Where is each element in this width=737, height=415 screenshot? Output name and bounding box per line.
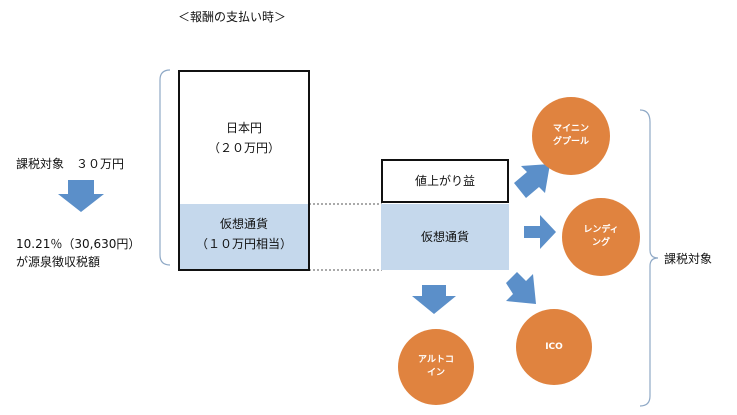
crypto-amount: （１０万円相当）: [195, 237, 292, 251]
crypto-label: 仮想通貨: [219, 217, 268, 231]
page-title: ＜報酬の支払い時＞: [178, 10, 287, 24]
ico-label: ICO: [545, 341, 563, 352]
altcoin-label: アルトコ イン: [418, 355, 454, 378]
left-brace: [159, 69, 171, 266]
withholding-tax-label: が源泉徴収税額: [16, 255, 101, 269]
mining-pool-circle: マイニン グプール: [532, 97, 610, 175]
right-taxable-label: 課税対象: [664, 252, 713, 266]
price-gain-box: 値上がり益: [381, 159, 509, 203]
crypto-section: 仮想通貨 （１０万円相当）: [180, 204, 308, 269]
yen-label: 日本円: [225, 121, 262, 135]
down-arrow-left: [58, 180, 104, 212]
altcoin-circle: アルトコ イン: [398, 329, 474, 405]
right-brace: [639, 109, 659, 407]
payment-box: 日本円 （２０万円） 仮想通貨 （１０万円相当）: [178, 70, 310, 271]
yen-section: 日本円 （２０万円）: [180, 118, 308, 158]
down-arrow-altcoin: [412, 285, 456, 314]
mining-pool-label: マイニン グプール: [552, 124, 589, 147]
lending-label: レンディ ング: [583, 225, 619, 248]
ico-circle: ICO: [516, 309, 592, 385]
lending-circle: レンディ ング: [562, 198, 640, 276]
crypto-holding-box: 仮想通貨: [381, 204, 509, 270]
crypto-holding-label: 仮想通貨: [420, 230, 469, 244]
arrow-mining-pool: [514, 164, 550, 198]
arrow-lending: [524, 215, 556, 249]
price-gain-label: 値上がり益: [414, 174, 475, 188]
arrow-ico: [506, 272, 536, 304]
yen-amount: （２０万円）: [207, 141, 280, 155]
taxable-amount-label: 課税対象 ３０万円: [16, 157, 125, 171]
withholding-rate-label: 10.21％（30,630円）: [16, 237, 141, 251]
